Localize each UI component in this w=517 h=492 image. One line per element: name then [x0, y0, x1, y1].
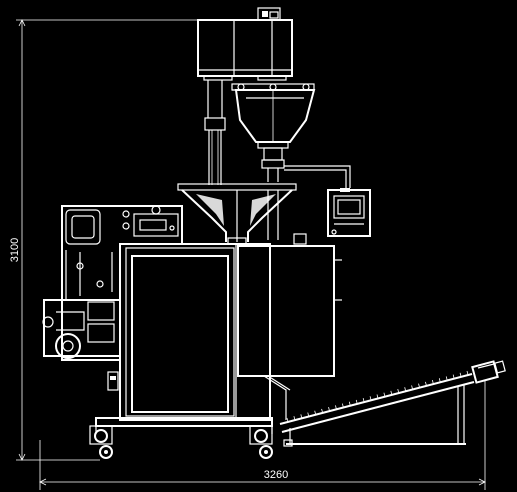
feed-hopper-cone	[231, 83, 351, 188]
main-cabinet	[95, 243, 342, 434]
conveyor-cleat	[314, 410, 317, 415]
conveyor-cleat	[321, 408, 324, 414]
conveyor-cleat	[328, 407, 330, 412]
conveyor-cleat	[431, 379, 434, 385]
conveyor-cleat	[286, 417, 289, 423]
conveyor-cleat	[425, 381, 427, 386]
conveyor-cleat	[397, 388, 400, 394]
conveyor-cleat	[466, 370, 469, 376]
conveyor-cleat	[404, 387, 407, 392]
conveyor-cleat	[445, 376, 448, 381]
conveyor-cleat	[341, 403, 344, 408]
control-panel-screen	[327, 188, 371, 237]
conveyor-cleat	[348, 401, 351, 406]
film-forming-shoulder	[177, 183, 307, 245]
conveyor-cleat	[300, 414, 303, 419]
width-dimension-label: 3260	[264, 469, 288, 481]
conveyor-cleat	[452, 374, 455, 379]
conveyor-cleat	[438, 378, 441, 383]
conveyor-cleat	[390, 390, 393, 395]
height-dimension-label: 3100	[9, 238, 21, 262]
conveyor-cleat	[307, 412, 310, 417]
vertical-support-column	[204, 80, 226, 185]
film-unwind-assembly	[42, 205, 183, 391]
auger-motor-housing	[197, 7, 293, 81]
conveyor-cleat	[355, 399, 358, 405]
caster-wheels	[89, 425, 273, 459]
conveyor-cleat	[362, 398, 365, 403]
conveyor-cleat	[383, 392, 386, 397]
conveyor-cleat	[335, 405, 337, 410]
conveyor-cleat	[418, 383, 420, 388]
inclined-discharge-conveyor	[279, 360, 506, 447]
conveyor-cleat	[376, 394, 379, 399]
conveyor-cleat	[293, 416, 296, 421]
conveyor-cleat	[369, 396, 372, 401]
conveyor-cleat	[411, 385, 414, 390]
conveyor-cleat	[459, 372, 462, 377]
